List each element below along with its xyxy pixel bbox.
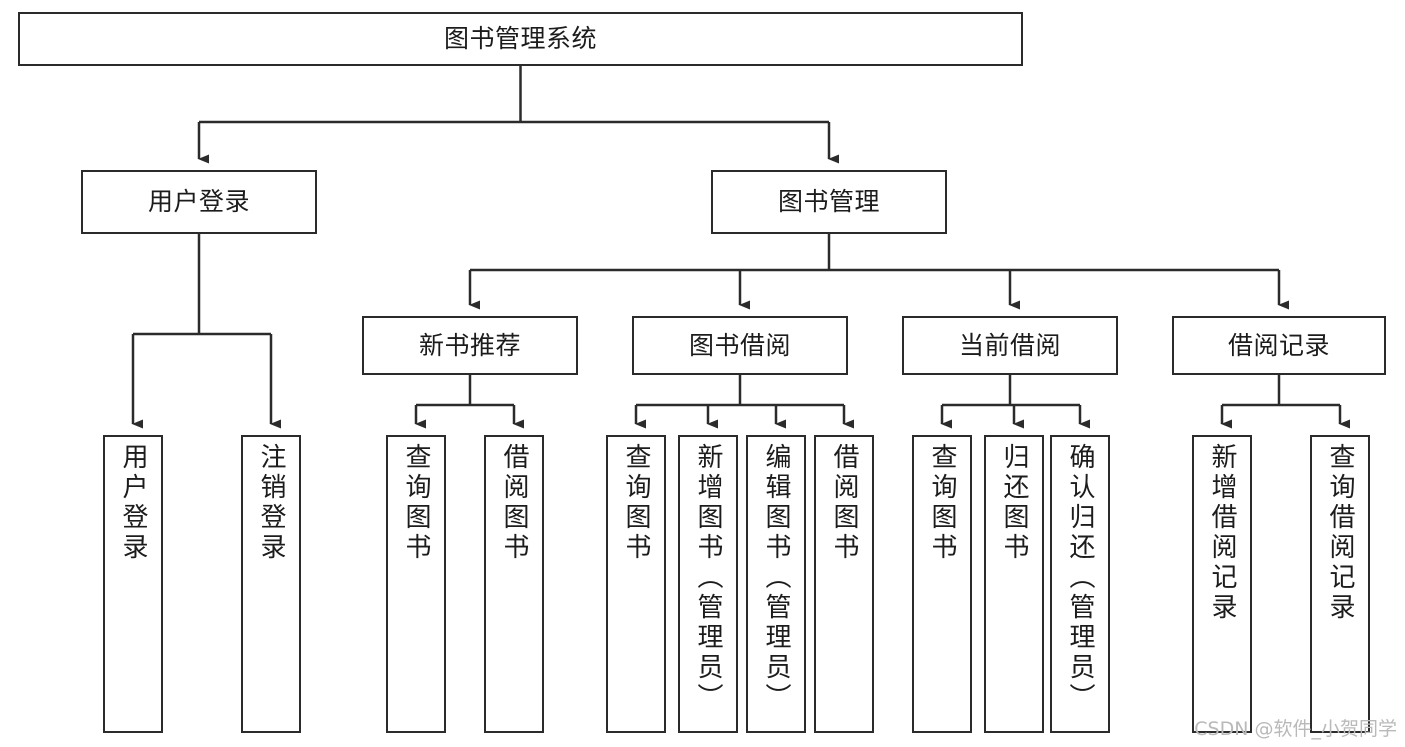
node-label: 查询图书 — [621, 443, 651, 563]
node-leaf-query-book-rec[interactable]: 查询图书 — [386, 435, 446, 733]
node-book-borrow[interactable]: 图书借阅 — [632, 316, 848, 375]
node-label: 图书管理 — [777, 187, 880, 216]
node-label: 确认归还（管理员） — [1065, 443, 1095, 713]
node-leaf-add-book[interactable]: 新增图书（管理员） — [678, 435, 738, 733]
node-new-book-rec[interactable]: 新书推荐 — [362, 316, 578, 375]
node-leaf-confirm-return[interactable]: 确认归还（管理员） — [1050, 435, 1110, 733]
node-label: 借阅图书 — [499, 443, 529, 563]
node-leaf-return-book[interactable]: 归还图书 — [984, 435, 1044, 733]
node-root[interactable]: 图书管理系统 — [18, 12, 1023, 66]
node-book-manage[interactable]: 图书管理 — [711, 170, 947, 234]
node-label: 新书推荐 — [418, 330, 521, 360]
node-label: 查询借阅记录 — [1325, 443, 1355, 623]
node-label: 借阅图书 — [829, 443, 859, 563]
node-label: 用户登录 — [118, 443, 148, 563]
node-label: 当前借阅 — [958, 330, 1061, 360]
node-label: 归还图书 — [999, 443, 1029, 563]
node-borrow-record[interactable]: 借阅记录 — [1172, 316, 1386, 375]
node-label: 用户登录 — [147, 187, 250, 216]
node-leaf-query-record[interactable]: 查询借阅记录 — [1310, 435, 1370, 733]
node-label: 图书管理系统 — [443, 24, 597, 53]
node-current-borrow[interactable]: 当前借阅 — [902, 316, 1118, 375]
node-leaf-query-book[interactable]: 查询图书 — [606, 435, 666, 733]
node-label: 借阅记录 — [1227, 330, 1330, 360]
node-label: 查询图书 — [401, 443, 431, 563]
node-label: 新增借阅记录 — [1207, 443, 1237, 623]
node-label: 查询图书 — [927, 443, 957, 563]
csdn-watermark: CSDN @软件_小贺同学 — [1194, 718, 1397, 740]
node-label: 注销登录 — [256, 443, 286, 563]
node-label: 新增图书（管理员） — [693, 443, 723, 713]
node-leaf-user-logout[interactable]: 注销登录 — [241, 435, 301, 733]
node-leaf-borrow-book[interactable]: 借阅图书 — [814, 435, 874, 733]
node-label: 图书借阅 — [688, 330, 791, 360]
node-leaf-user-login[interactable]: 用户登录 — [103, 435, 163, 733]
node-leaf-query-book-cur[interactable]: 查询图书 — [912, 435, 972, 733]
node-leaf-add-record[interactable]: 新增借阅记录 — [1192, 435, 1252, 733]
node-leaf-borrow-book-rec[interactable]: 借阅图书 — [484, 435, 544, 733]
node-leaf-edit-book[interactable]: 编辑图书（管理员） — [746, 435, 806, 733]
node-user-login[interactable]: 用户登录 — [81, 170, 317, 234]
node-label: 编辑图书（管理员） — [761, 443, 791, 713]
